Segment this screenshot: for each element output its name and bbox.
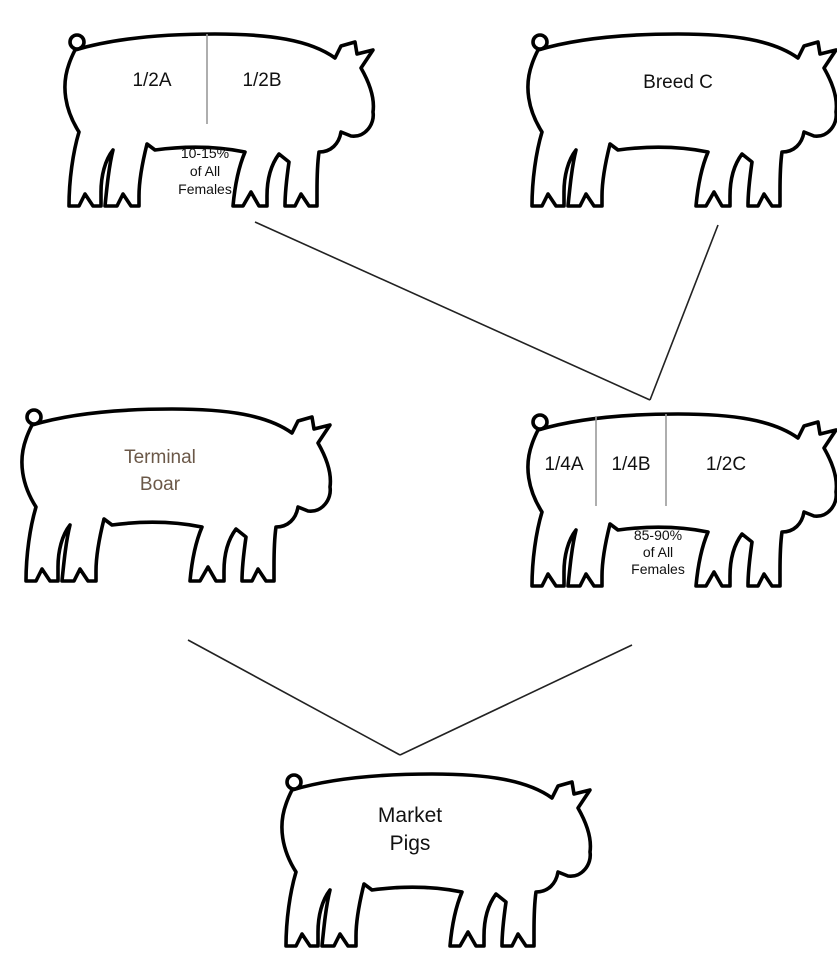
connector-c-to-female [649, 224, 719, 401]
female-share-line: Females [178, 181, 232, 197]
pig-crossbred-female: 1/4A 1/4B 1/2C 85-90% of All Females [526, 412, 837, 588]
female-share-line: of All [190, 163, 220, 179]
pig-silhouette [526, 32, 837, 208]
boar-label-line: Boar [140, 474, 181, 495]
segment-label: 1/2C [706, 454, 746, 475]
pig-ear-icon [25, 408, 43, 426]
pig-breed-c: Breed C [526, 32, 837, 208]
segment-label: 1/2B [242, 70, 281, 91]
segment-label: 1/4A [544, 454, 583, 475]
segment-label: 1/4B [611, 454, 650, 475]
female-share-line: 85-90% [634, 527, 682, 543]
female-share-line: Females [631, 561, 685, 577]
market-label-line: Market [378, 804, 442, 827]
pig-silhouette [20, 407, 333, 583]
boar-label-line: Terminal [124, 447, 196, 468]
breed-label: Breed C [643, 72, 713, 93]
connector-female-to-market [399, 644, 633, 756]
pig-ear-icon [531, 413, 549, 431]
female-share-line: 10-15% [181, 145, 229, 161]
pig-silhouette [280, 772, 593, 948]
market-label-line: Pigs [390, 832, 431, 855]
pig-ear-icon [531, 33, 549, 51]
connector-boar-to-market [187, 639, 401, 756]
segment-label: 1/2A [132, 70, 171, 91]
pig-parent-ab: 1/2A 1/2B 10-15% of All Females [63, 32, 376, 208]
connector-lines [187, 221, 719, 756]
pig-terminal-boar: Terminal Boar [20, 407, 333, 583]
pig-market-pigs: Market Pigs [280, 772, 593, 948]
connector-ab-to-female [254, 221, 651, 401]
female-share-line: of All [643, 544, 673, 560]
pig-ear-icon [285, 773, 303, 791]
pig-ear-icon [68, 33, 86, 51]
